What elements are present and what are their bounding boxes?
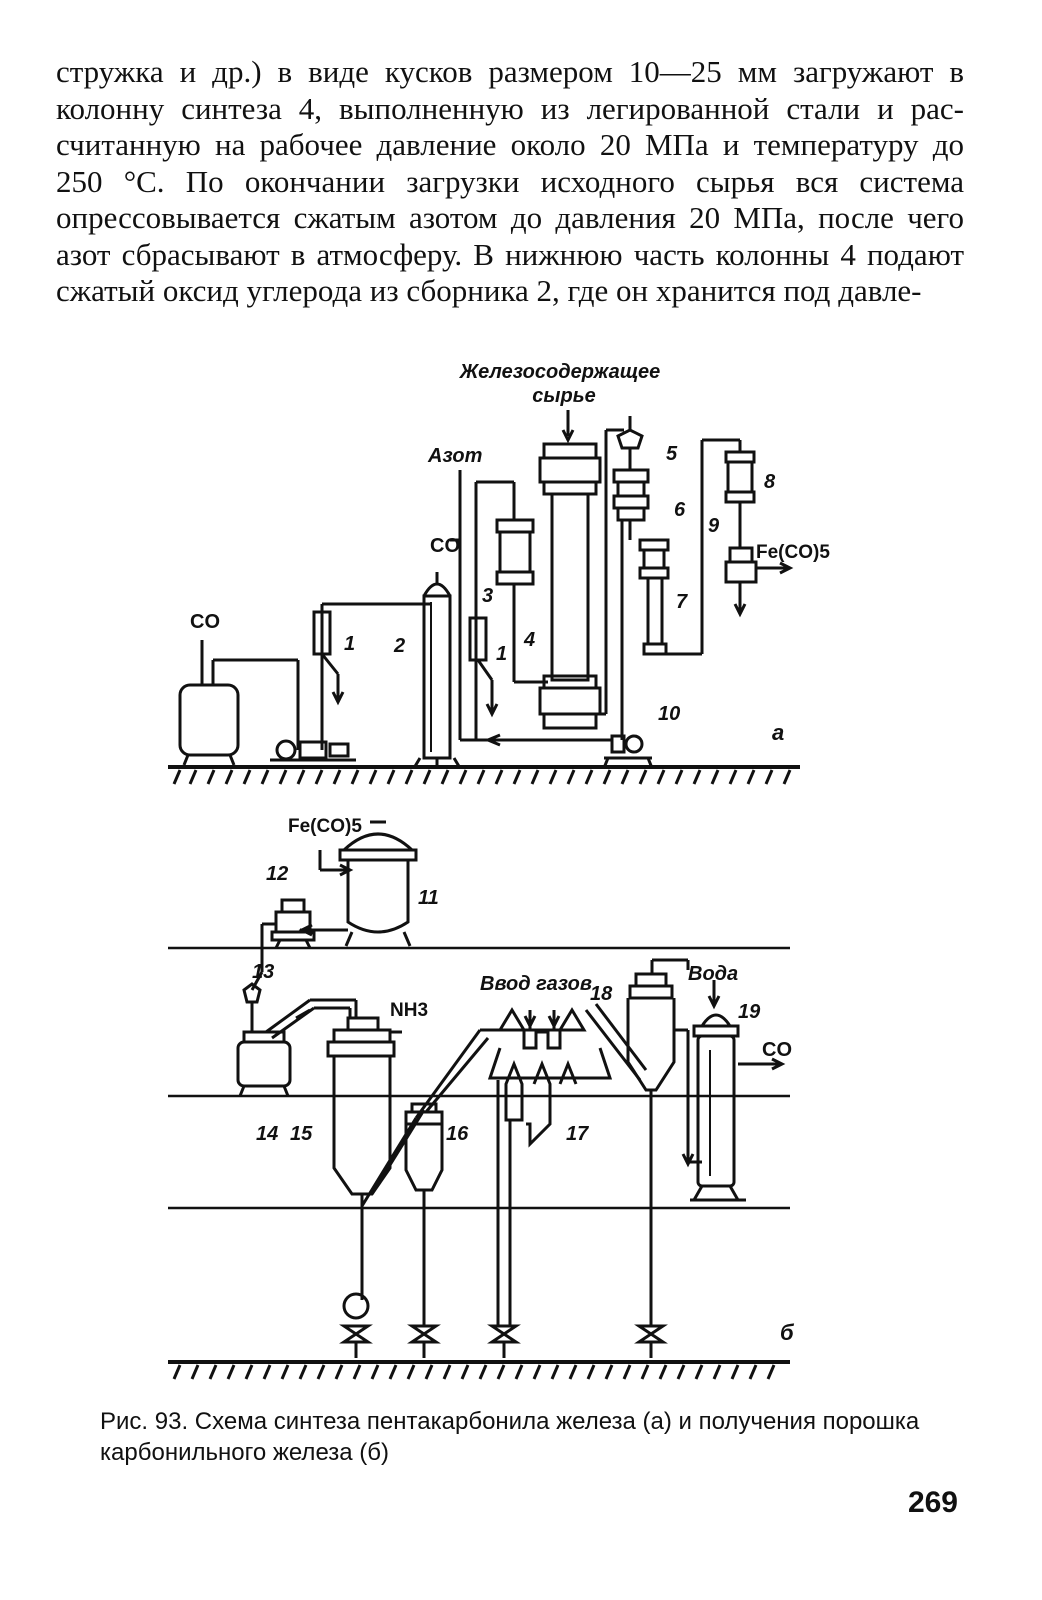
condenser-8-receiver-9 bbox=[724, 440, 794, 618]
item-number: 4 bbox=[523, 629, 535, 651]
feed-label-b: Fe(CO)5 bbox=[288, 816, 362, 837]
water-label: Вода bbox=[688, 963, 738, 985]
panel-b-label: б bbox=[780, 1320, 795, 1345]
nitrogen-label: Азот bbox=[427, 445, 482, 467]
body-text: стружка и др.) в виде кусков размером 10… bbox=[56, 54, 964, 310]
filter-1-left bbox=[312, 602, 432, 750]
item-number: 11 bbox=[418, 887, 439, 909]
body-line: азот сбрасывают в атмосферу. В нижнюю ча… bbox=[56, 236, 964, 272]
cyclone-16 bbox=[404, 1029, 490, 1358]
condenser-19 bbox=[690, 980, 786, 1202]
item-number: 18 bbox=[590, 983, 613, 1005]
co-outlet-label: CO bbox=[762, 1039, 792, 1061]
unit-12 bbox=[250, 898, 316, 991]
body-line: колонну синтеза 4, выполненную из легиро… bbox=[56, 90, 964, 126]
co-inlet-label: CO bbox=[190, 611, 220, 633]
item-number: 16 bbox=[446, 1123, 469, 1145]
item-number: 12 bbox=[266, 863, 288, 885]
item-number: 2 bbox=[393, 635, 405, 657]
feed-label-line1: Железосодержащее bbox=[459, 361, 660, 383]
item-number: 13 bbox=[252, 961, 274, 983]
body-line: сжатый оксид углерода из сборника 2, где… bbox=[56, 273, 922, 308]
figure-caption: Рис. 93. Схема синтеза пентакарбонила же… bbox=[100, 1408, 920, 1466]
panel-a-label: а bbox=[772, 720, 784, 745]
filter-3 bbox=[495, 518, 548, 684]
separator-18 bbox=[626, 958, 702, 1358]
item-number: 1 bbox=[496, 643, 507, 665]
separator-5-6-7 bbox=[602, 416, 740, 769]
page-number: 269 bbox=[907, 1486, 958, 1519]
body-line: стружка и др.) в виде кусков размером 10… bbox=[56, 54, 964, 89]
item-number: 15 bbox=[290, 1123, 313, 1145]
item-number: 14 bbox=[256, 1123, 278, 1145]
body-line: опрессовывается сжатым азотом до давлени… bbox=[56, 200, 964, 235]
item-number: 6 bbox=[674, 499, 686, 521]
item-number: 3 bbox=[482, 585, 493, 607]
item-number: 7 bbox=[676, 591, 688, 613]
compressor bbox=[270, 739, 356, 762]
product-label: Fe(CO)5 bbox=[756, 542, 830, 563]
item-number: 10 bbox=[658, 703, 680, 725]
storage-column-2 bbox=[412, 470, 612, 769]
item-number: 8 bbox=[764, 471, 776, 493]
decomposer-15 bbox=[326, 1016, 426, 1358]
gas-inlet-label: Ввод газов bbox=[480, 973, 592, 995]
item-number: 9 bbox=[708, 515, 720, 537]
feed-label-line2: сырье bbox=[532, 385, 595, 407]
co-column-label: CO bbox=[430, 535, 460, 557]
evaporator-13-14 bbox=[236, 982, 358, 1097]
process-diagram: Железосодержащее сырье Азот CO CO Fe(CO)… bbox=[168, 361, 830, 1380]
body-line: считанную на рабочее давление около 20 М… bbox=[56, 127, 964, 162]
item-number: 5 bbox=[666, 443, 678, 465]
filter-1-right bbox=[468, 480, 516, 740]
filter-17 bbox=[480, 1003, 648, 1358]
body-line: 250 °С. По окончании загрузки исходного … bbox=[56, 163, 964, 199]
ammonia-label: NH3 bbox=[390, 1000, 428, 1021]
synthesis-column-4 bbox=[538, 410, 624, 730]
floor-hatch-a bbox=[172, 769, 792, 785]
tank-11 bbox=[298, 820, 418, 947]
co-tank bbox=[178, 640, 300, 766]
item-number: 19 bbox=[738, 1001, 761, 1023]
item-number: 1 bbox=[344, 633, 355, 655]
item-number: 17 bbox=[566, 1123, 589, 1145]
floor-hatch-b bbox=[172, 1364, 776, 1380]
